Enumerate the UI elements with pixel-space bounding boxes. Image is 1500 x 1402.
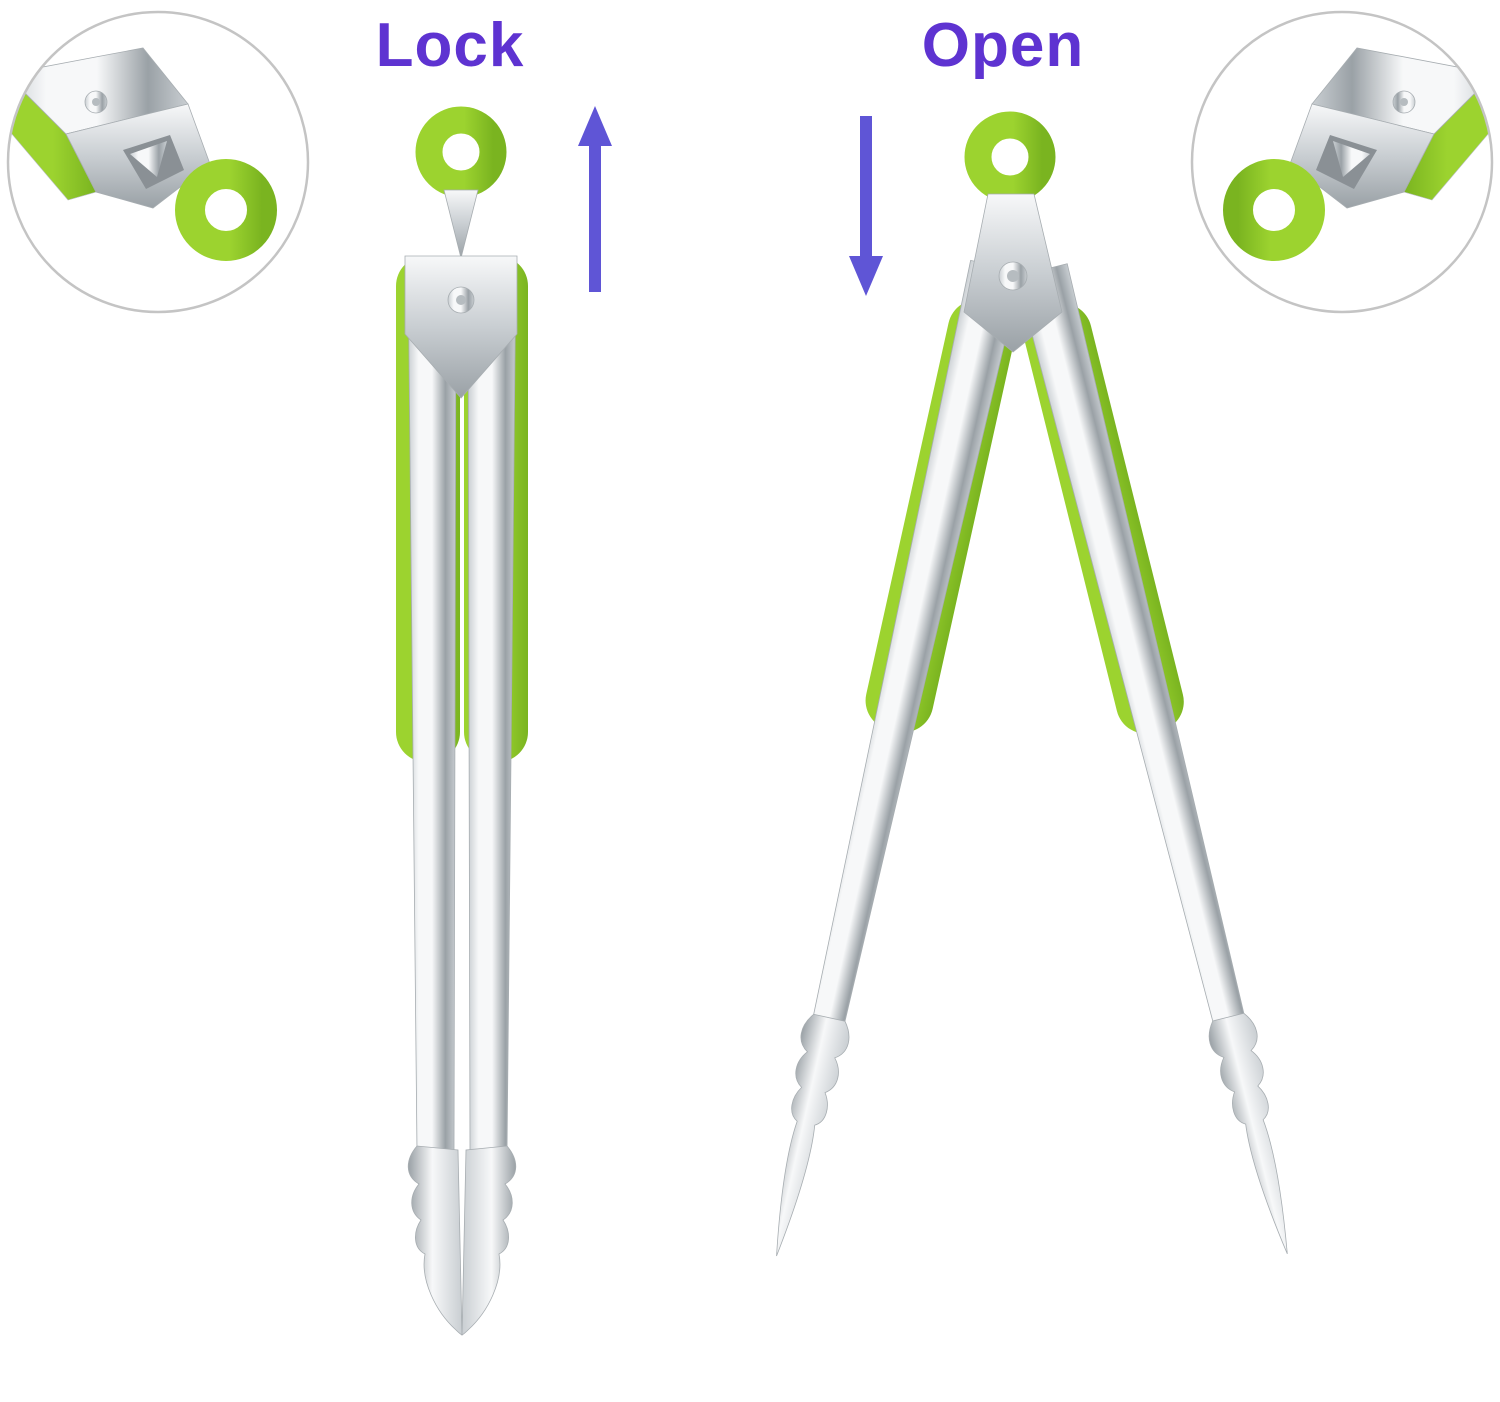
inset-lock-border xyxy=(6,10,310,314)
arrow-up-icon xyxy=(578,106,612,292)
arm-right xyxy=(1008,261,1321,1263)
lock-label: Lock xyxy=(376,11,525,80)
pivot-head xyxy=(404,255,518,399)
inset-open-border xyxy=(1190,10,1494,314)
tongs-closed xyxy=(396,106,528,1336)
arm-left xyxy=(742,258,1030,1264)
tongs-open xyxy=(742,111,1321,1264)
rivet-center xyxy=(456,295,466,305)
gripper-tip-left xyxy=(407,1145,463,1336)
rivet-center xyxy=(1007,270,1019,282)
lock-tab xyxy=(443,189,479,259)
open-label: Open xyxy=(922,11,1084,80)
steel-arm-right xyxy=(467,257,517,1153)
arrow-down-icon xyxy=(849,116,883,296)
pull-ring xyxy=(964,111,1056,203)
inset-open-detail xyxy=(1238,48,1500,246)
inset-lock-detail xyxy=(0,48,262,246)
gripper-tip-right xyxy=(461,1145,517,1336)
steel-arm-left xyxy=(407,257,457,1153)
pull-ring xyxy=(415,106,507,198)
